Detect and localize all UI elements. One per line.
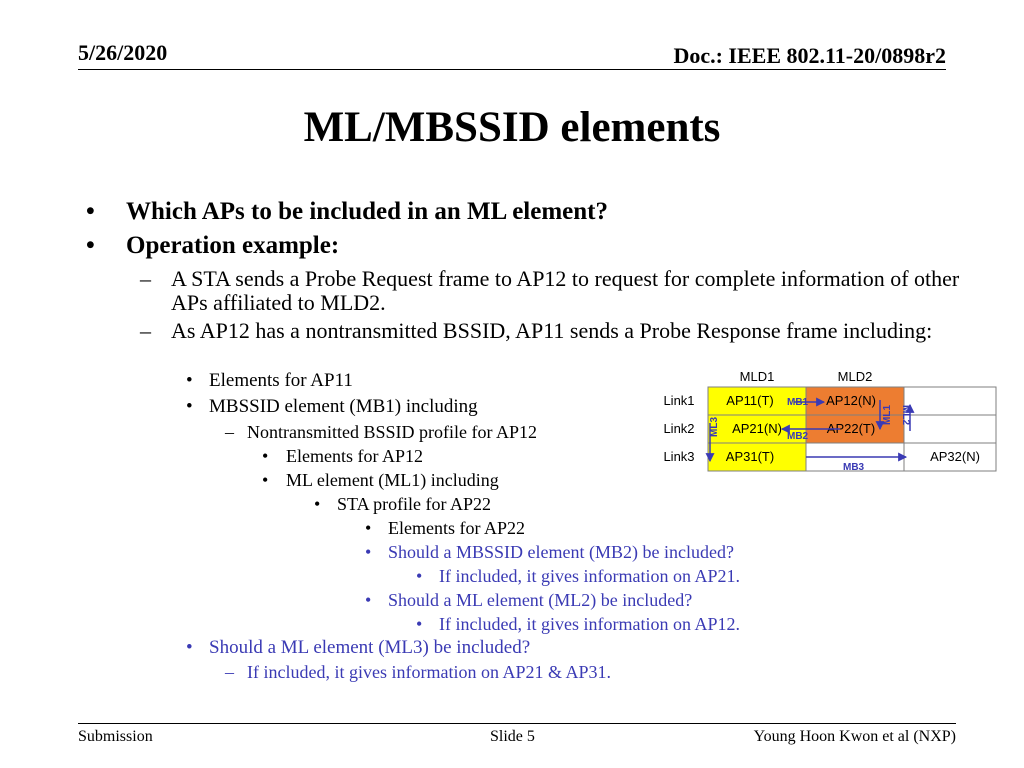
item-elements-ap12: Elements for AP12	[286, 446, 423, 466]
label-mb3: MB3	[843, 462, 865, 473]
column-mld1: MLD1	[739, 369, 775, 384]
header-doc-number: Doc.: IEEE 802.11-20/0898r2	[673, 43, 946, 68]
answer-ml2: If included, it gives information on AP1…	[439, 614, 740, 634]
item-sta-profile-ap22: STA profile for AP22	[337, 494, 492, 514]
bullet-marker: •	[314, 494, 321, 514]
bullet-operation-example: Operation example:	[126, 232, 340, 259]
answer-mb2: If included, it gives information on AP2…	[439, 566, 740, 586]
mld-diagram: MLD1 MLD2 Link1 Link2 Link3 AP11(T) AP12…	[650, 365, 1000, 480]
label-ml3: ML3	[709, 417, 720, 437]
bullet-marker: •	[416, 566, 423, 586]
item-elements-ap11: Elements for AP11	[209, 370, 353, 391]
row-link1: Link1	[663, 393, 695, 408]
slide-title: ML/MBSSID elements	[303, 104, 721, 151]
item-elements-ap22: Elements for AP22	[388, 518, 525, 538]
label-mb1: MB1	[787, 397, 809, 408]
label-mb2: MB2	[787, 431, 809, 442]
column-mld2: MLD2	[837, 369, 873, 384]
subbullet-probe-request: A STA sends a Probe Request frame to AP1…	[171, 266, 960, 315]
question-ml3: Should a ML element (ML3) be included?	[209, 637, 531, 658]
dash-marker: –	[140, 266, 151, 291]
header-divider	[78, 69, 946, 70]
bullet-marker: •	[262, 446, 269, 466]
bullet-marker: •	[365, 590, 372, 610]
label-ml2: ML2	[900, 405, 911, 425]
dash-marker: –	[225, 662, 234, 682]
dash-marker: –	[225, 422, 234, 442]
item-mbssid-mb1: MBSSID element (MB1) including	[209, 396, 478, 417]
footer-divider	[78, 723, 956, 724]
answer-ml3: If included, it gives information on AP2…	[247, 662, 611, 682]
item-nontransmitted-profile: Nontransmitted BSSID profile for AP12	[247, 422, 537, 442]
question-ml2: Should a ML element (ML2) be included?	[388, 590, 693, 610]
footer-submission: Submission	[78, 728, 153, 745]
row-link3: Link3	[663, 449, 695, 464]
bullet-marker: •	[416, 614, 423, 634]
item-ml1: ML element (ML1) including	[286, 470, 499, 490]
bullet-marker: •	[86, 198, 95, 225]
footer-slide-number: Slide 5	[490, 728, 535, 745]
bullet-marker: •	[262, 470, 269, 490]
bullet-which-aps: Which APs to be included in an ML elemen…	[126, 198, 608, 225]
diagram-lines	[705, 386, 997, 472]
bullet-marker: •	[186, 637, 193, 658]
cell-ap32: AP32(N)	[930, 449, 980, 464]
bullet-marker: •	[186, 370, 193, 391]
cell-ap11: AP11(T)	[708, 387, 806, 415]
label-ml1: ML1	[882, 405, 893, 425]
footer-author: Young Hoon Kwon et al (NXP)	[753, 728, 956, 745]
cell-ap31: AP31(T)	[708, 443, 806, 471]
header-date: 5/26/2020	[78, 40, 168, 65]
bullet-marker: •	[365, 542, 372, 562]
bullet-marker: •	[86, 232, 95, 259]
dash-marker: –	[140, 318, 151, 343]
bullet-marker: •	[186, 396, 193, 417]
question-mb2: Should a MBSSID element (MB2) be include…	[388, 542, 734, 562]
bullet-marker: •	[365, 518, 372, 538]
row-link2: Link2	[663, 421, 695, 436]
subbullet-probe-response: As AP12 has a nontransmitted BSSID, AP11…	[171, 318, 933, 343]
